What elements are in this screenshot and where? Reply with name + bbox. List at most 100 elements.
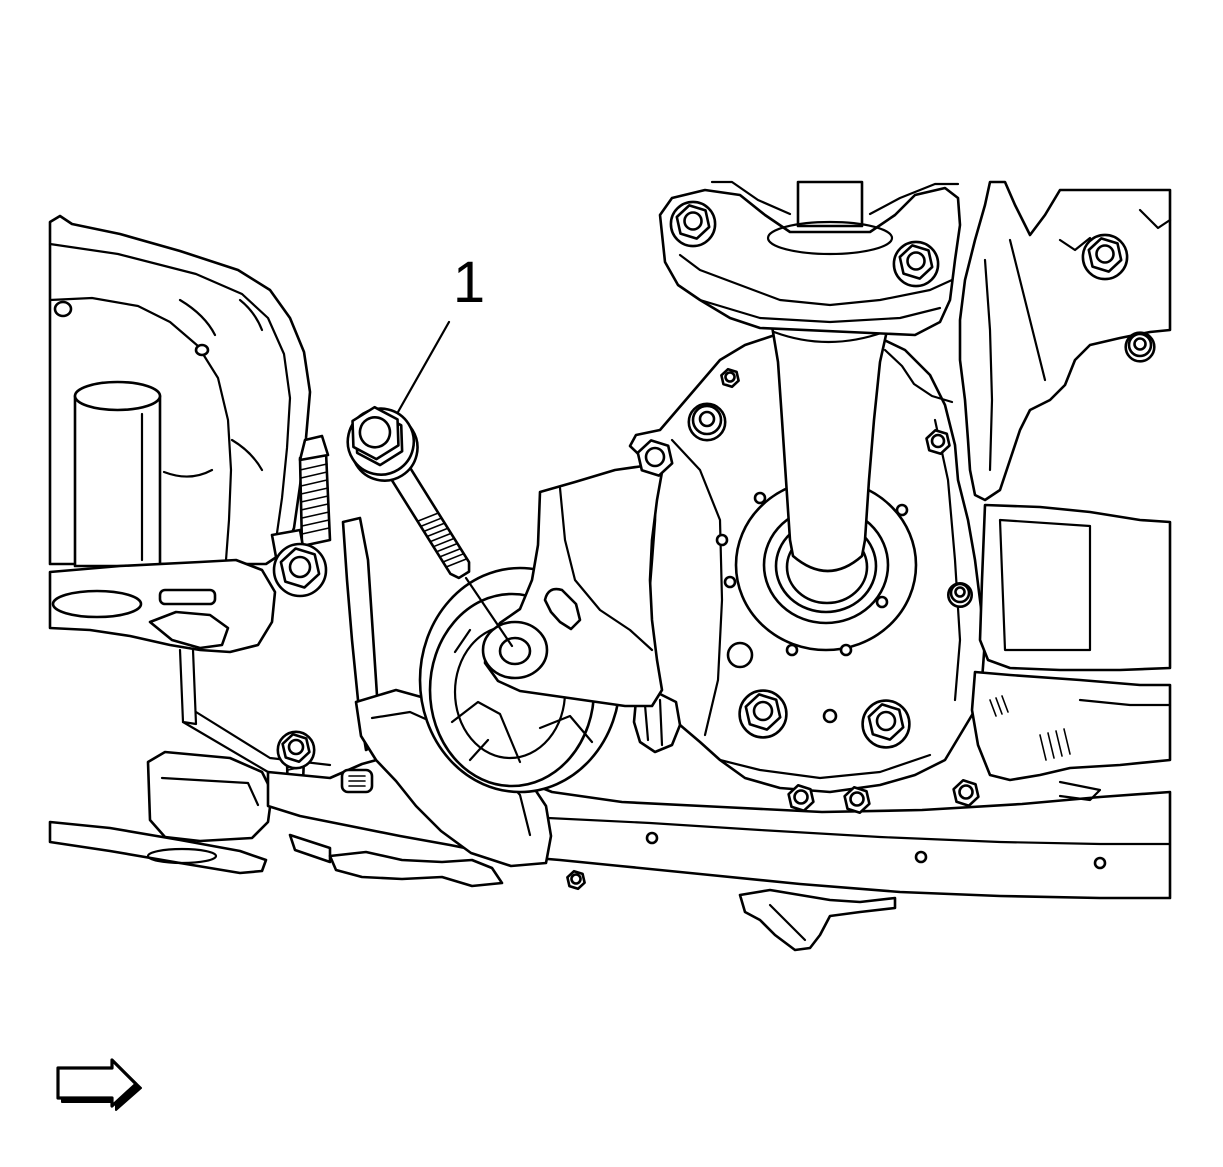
case-rib-right	[933, 418, 962, 702]
bolt-end	[724, 371, 736, 383]
crossmember-top-edge	[546, 816, 1172, 846]
case-hole	[723, 575, 737, 589]
bolt-thread	[439, 547, 462, 558]
engine-mount-bracket-group	[481, 463, 664, 708]
bolt-thread	[423, 522, 446, 533]
bolt-end	[570, 873, 582, 885]
bracket-oval-hole	[51, 589, 143, 619]
left-body-structure	[48, 214, 332, 875]
right-housing-rib	[983, 258, 994, 472]
right-panel-box	[978, 503, 1172, 672]
bracket-slot	[158, 588, 217, 606]
mount-through-bolt	[346, 405, 471, 580]
bolt-end	[954, 586, 966, 598]
lower-mount-pad	[146, 750, 274, 843]
strut-cylinder-top	[73, 380, 162, 412]
hex-bolt	[720, 367, 740, 389]
left-frame-contour	[162, 298, 264, 478]
lower-bracket-right-edge	[768, 903, 807, 942]
hex-bolt	[738, 689, 788, 739]
bolt-end	[1133, 337, 1147, 351]
bolt-end	[793, 789, 809, 805]
hex-bolt	[276, 730, 316, 770]
stud-cap	[298, 434, 330, 462]
case-hole	[785, 643, 799, 657]
bolt-end	[875, 710, 897, 732]
lower-mount-pad-edge	[160, 776, 260, 807]
strut-cylinder	[73, 394, 162, 568]
case-bracket-edge	[883, 348, 954, 404]
bolt-end	[958, 784, 974, 800]
bolt-thread	[445, 557, 468, 568]
hex-bolt	[843, 785, 871, 815]
case-hole	[875, 595, 889, 609]
bolt-thread	[435, 542, 459, 553]
drain-grommet-ribs	[348, 775, 366, 787]
wire-harness-clip-ribs	[643, 698, 664, 747]
left-support-post	[178, 648, 198, 726]
upper-joint-ring	[766, 220, 894, 256]
hex-bolt	[1081, 233, 1129, 281]
hex-bolt	[946, 581, 973, 608]
harness-clip	[328, 850, 504, 888]
right-panel-inner	[998, 518, 1092, 652]
strap-band-slot	[146, 847, 218, 865]
callout-number: 1	[453, 250, 485, 315]
upper-housing-left	[710, 180, 792, 216]
right-lower-rail	[970, 670, 1172, 782]
stud-threads	[299, 463, 330, 535]
case-hole	[726, 641, 754, 669]
hex-bolt	[861, 699, 911, 749]
upper-housing-right	[868, 182, 960, 216]
bolt-end	[644, 446, 666, 468]
left-frame-edge	[48, 242, 292, 542]
bolt-head-face	[358, 416, 392, 449]
callout-leader-line	[396, 320, 451, 414]
left-frame-hole	[194, 343, 210, 357]
bolt-end	[849, 791, 865, 807]
drive-axle-shaft-cut	[772, 330, 886, 344]
bolt-thread	[426, 527, 449, 538]
upper-flange-edge	[678, 253, 954, 307]
bushing-rubber-web	[450, 628, 594, 764]
right-lower-link	[1058, 780, 1102, 802]
bolt-thread	[416, 512, 440, 523]
bracket-cutout	[148, 610, 230, 650]
left-frame-hole	[53, 300, 73, 318]
case-hole	[822, 708, 838, 724]
hex-bolt	[892, 240, 940, 288]
upper-flange-rim	[698, 298, 942, 324]
hex-bolt	[687, 402, 727, 442]
case-hole	[753, 491, 767, 505]
bolt-end	[683, 211, 703, 231]
hex-bolt	[636, 439, 674, 477]
bolt-alignment-line	[464, 576, 514, 648]
hex-bolt	[272, 542, 328, 598]
right-connector-ribs	[989, 695, 1071, 761]
bracket-flange-edge	[558, 486, 654, 652]
crossmember-hole	[914, 850, 928, 864]
left-frame-rib	[48, 296, 233, 562]
fastener-layer	[272, 200, 1156, 891]
bolt-end	[698, 410, 716, 428]
transmission	[628, 180, 987, 794]
hex-bolt	[566, 869, 586, 891]
right-housing-edge	[1008, 208, 1172, 382]
bolt-thread	[419, 517, 443, 528]
right-rail-edge	[1078, 698, 1172, 707]
bolt-end	[1095, 244, 1115, 264]
bolt-thread	[429, 532, 452, 543]
front-direction-arrow-icon	[56, 1058, 142, 1111]
bolt-end	[288, 555, 312, 579]
bolt-end	[906, 251, 926, 271]
arrow-outline	[56, 1058, 138, 1108]
crossmember-hole	[645, 831, 659, 845]
case-rib-left	[670, 438, 724, 737]
bolt-end	[930, 433, 946, 449]
crossmember-hole	[1093, 856, 1107, 870]
harness-clip-tab	[288, 833, 332, 864]
mount-bolt-hole	[498, 636, 532, 666]
drive-axle-shaft	[770, 324, 890, 573]
hex-bolt	[925, 428, 951, 456]
